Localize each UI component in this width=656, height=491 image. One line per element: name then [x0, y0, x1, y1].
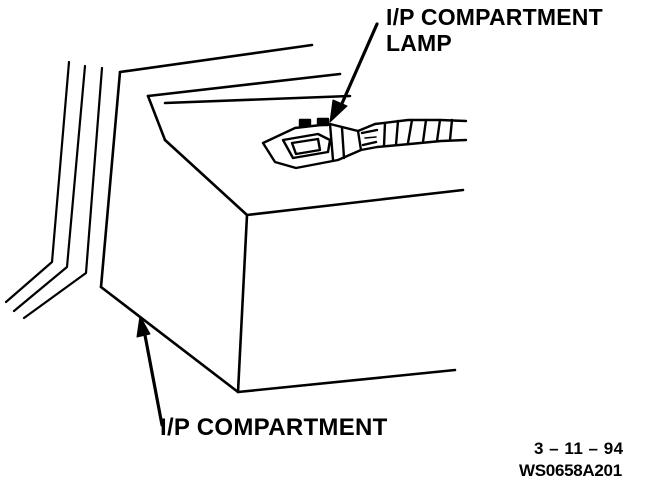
lamp-label-line1: I/P COMPARTMENT — [386, 4, 603, 30]
lamp-label-line2: LAMP — [386, 30, 452, 56]
panel-edge-lines — [4, 60, 104, 320]
date-code: 3 – 11 – 94 — [534, 439, 624, 458]
compartment-label: I/P COMPARTMENT — [160, 414, 388, 441]
compartment-leader-arrow — [136, 315, 164, 427]
compartment-lamp — [261, 117, 363, 170]
lamp-leader-arrow — [329, 22, 379, 123]
reference-code: WS0658A201 — [519, 461, 622, 480]
compartment-box — [99, 43, 465, 394]
wiring-harness — [356, 118, 468, 152]
